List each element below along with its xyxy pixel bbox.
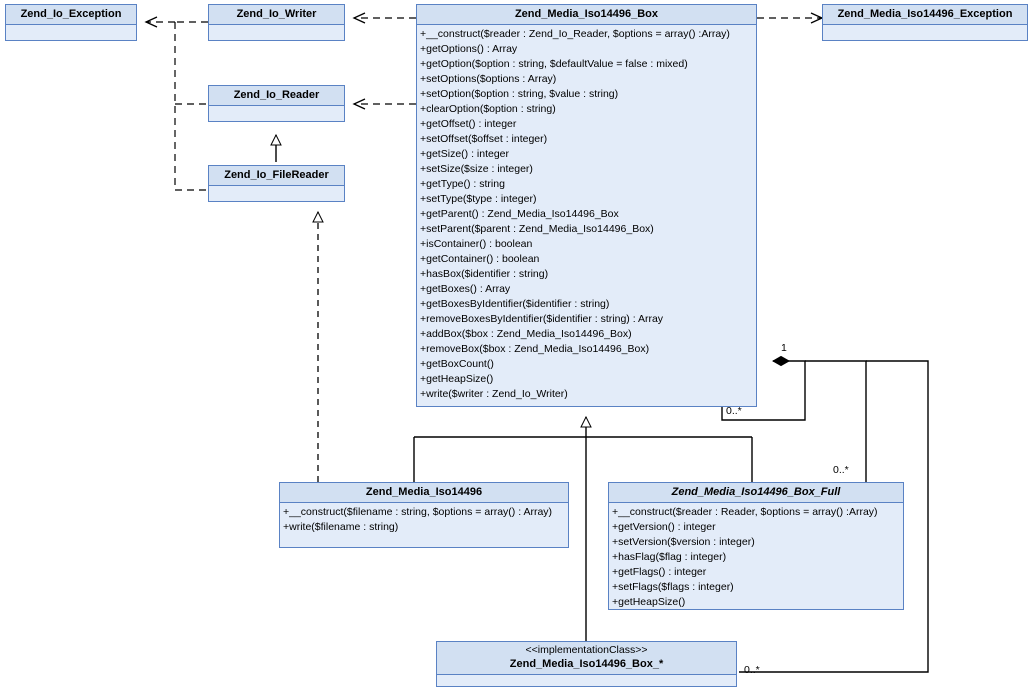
class-member: +getHeapSize() <box>420 373 494 385</box>
class-zend-io-reader[interactable]: Zend_Io_Reader <box>208 85 345 122</box>
class-member: +isContainer() : boolean <box>420 238 533 250</box>
class-name-label: Zend_Io_FileReader <box>224 169 329 181</box>
class-member: +getContainer() : boolean <box>420 253 540 265</box>
class-zend-media-iso14496[interactable]: Zend_Media_Iso14496 +__construct($filena… <box>279 482 569 548</box>
composition-box-self <box>721 361 806 421</box>
class-member: +setParent($parent : Zend_Media_Iso14496… <box>420 223 654 235</box>
class-member: +__construct($filename : string, $option… <box>283 506 553 518</box>
class-title-zend-io-exception: Zend_Io_Exception <box>6 5 136 25</box>
class-member: +getBoxCount() <box>420 358 494 370</box>
class-members-zend-media-iso14496-box-star <box>437 675 736 690</box>
multiplicity-full-children: 0..* <box>833 464 849 476</box>
class-zend-media-iso14496-box[interactable]: Zend_Media_Iso14496_Box +__construct($re… <box>416 4 757 407</box>
class-member: +write($filename : string) <box>283 521 399 533</box>
class-name-label: Zend_Media_Iso14496 <box>365 486 483 498</box>
class-member: +getOptions() : Array <box>420 43 518 55</box>
class-name-label: Zend_Media_Iso14496_Box <box>514 8 659 20</box>
class-member: +hasFlag($flag : integer) <box>612 551 727 563</box>
class-members-zend-io-filereader <box>209 186 344 204</box>
class-member: +setVersion($version : integer) <box>612 536 755 548</box>
class-members-zend-io-writer <box>209 25 344 43</box>
class-title-zend-media-iso14496-box-full: Zend_Media_Iso14496_Box_Full <box>609 483 903 503</box>
class-member: +setSize($size : integer) <box>420 163 533 175</box>
class-member: +setOptions($options : Array) <box>420 73 557 85</box>
class-members-zend-media-iso14496: +__construct($filename : string, $option… <box>280 503 568 537</box>
class-name-label: Zend_Media_Iso14496_Box_* <box>509 658 664 670</box>
dependency-trunk-to-exception <box>174 22 208 191</box>
class-member: +setType($type : integer) <box>420 193 537 205</box>
multiplicity-composition-one: 1 <box>781 342 787 354</box>
class-name-label: Zend_Io_Writer <box>236 8 317 20</box>
class-member: +getFlags() : integer <box>612 566 707 578</box>
class-member: +write($writer : Zend_Io_Writer) <box>420 388 568 400</box>
class-members-zend-media-iso14496-box-full: +__construct($reader : Reader, $options … <box>609 503 903 612</box>
class-member: +getParent() : Zend_Media_Iso14496_Box <box>420 208 619 220</box>
class-title-zend-media-iso14496-exception: Zend_Media_Iso14496_Exception <box>823 5 1027 25</box>
class-member: +__construct($reader : Zend_Io_Reader, $… <box>420 28 730 40</box>
class-zend-io-filereader[interactable]: Zend_Io_FileReader <box>208 165 345 202</box>
class-members-zend-media-iso14496-box: +__construct($reader : Zend_Io_Reader, $… <box>417 25 756 404</box>
composition-box-contains-box-star <box>739 360 929 673</box>
class-title-zend-io-reader: Zend_Io_Reader <box>209 86 344 106</box>
class-member: +removeBoxesByIdentifier($identifier : s… <box>420 313 664 325</box>
class-name-label: Zend_Media_Iso14496_Exception <box>837 8 1013 20</box>
stereotype-label: <<implementationClass>> <box>525 644 648 656</box>
class-member: +clearOption($option : string) <box>420 103 556 115</box>
class-title-zend-media-iso14496: Zend_Media_Iso14496 <box>280 483 568 503</box>
class-name-label: Zend_Io_Reader <box>233 89 320 101</box>
class-member: +addBox($box : Zend_Media_Iso14496_Box) <box>420 328 632 340</box>
multiplicity-star-children: 0..* <box>744 664 760 676</box>
multiplicity-self-children: 0..* <box>726 405 742 417</box>
class-member: +getOffset() : integer <box>420 118 517 130</box>
class-title-zend-io-filereader: Zend_Io_FileReader <box>209 166 344 186</box>
class-members-zend-io-reader <box>209 106 344 124</box>
class-member: +getBoxes() : Array <box>420 283 511 295</box>
class-name-label: Zend_Media_Iso14496_Box_Full <box>671 486 841 498</box>
class-title-zend-media-iso14496-box-star: <<implementationClass>> Zend_Media_Iso14… <box>437 642 736 675</box>
class-member: +getHeapSize() <box>612 596 686 608</box>
class-member: +removeBox($box : Zend_Media_Iso14496_Bo… <box>420 343 650 355</box>
class-member: +getOption($option : string, $defaultVal… <box>420 58 688 70</box>
class-member: +getVersion() : integer <box>612 521 716 533</box>
class-member: +hasBox($identifier : string) <box>420 268 549 280</box>
class-zend-io-writer[interactable]: Zend_Io_Writer <box>208 4 345 41</box>
generalization-fork-to-box <box>413 415 753 641</box>
class-member: +getSize() : integer <box>420 148 510 160</box>
class-member: +setFlags($flags : integer) <box>612 581 734 593</box>
class-zend-media-iso14496-exception[interactable]: Zend_Media_Iso14496_Exception <box>822 4 1028 41</box>
class-member: +getType() : string <box>420 178 505 190</box>
class-title-zend-io-writer: Zend_Io_Writer <box>209 5 344 25</box>
class-member: +setOption($option : string, $value : st… <box>420 88 619 100</box>
class-zend-media-iso14496-box-full[interactable]: Zend_Media_Iso14496_Box_Full +__construc… <box>608 482 904 610</box>
class-member: +__construct($reader : Reader, $options … <box>612 506 878 518</box>
class-members-zend-io-exception <box>6 25 136 43</box>
class-member: +setOffset($offset : integer) <box>420 133 548 145</box>
class-members-zend-media-iso14496-exception <box>823 25 1027 43</box>
class-name-label: Zend_Io_Exception <box>20 8 122 20</box>
class-title-zend-media-iso14496-box: Zend_Media_Iso14496_Box <box>417 5 756 25</box>
class-zend-media-iso14496-box-star[interactable]: <<implementationClass>> Zend_Media_Iso14… <box>436 641 737 687</box>
class-member: +getBoxesByIdentifier($identifier : stri… <box>420 298 610 310</box>
class-zend-io-exception[interactable]: Zend_Io_Exception <box>5 4 137 41</box>
